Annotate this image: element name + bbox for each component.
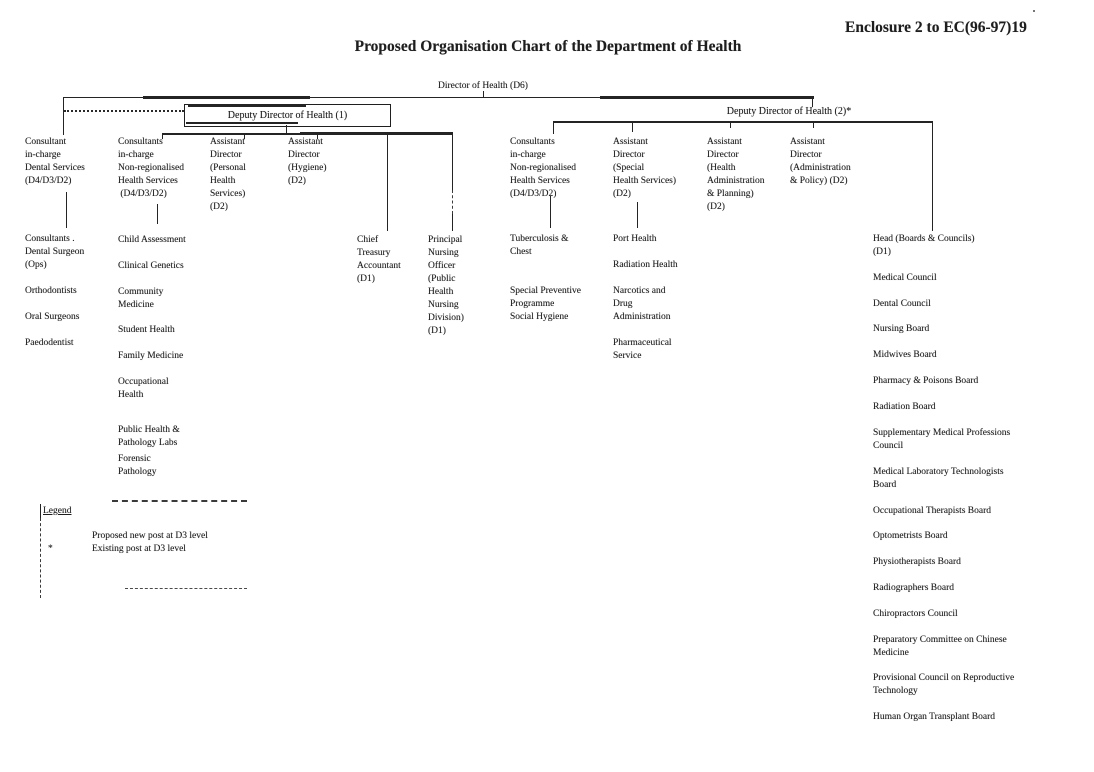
list-item: Pharmaceutical Service — [613, 338, 672, 361]
top-connector-line-thick — [143, 95, 310, 99]
list-item: Oral Surgeons — [25, 312, 80, 322]
left-branch-line — [63, 97, 65, 135]
list-item: Nursing Board — [873, 324, 930, 334]
list-item: Chiropractors Council — [873, 609, 958, 619]
scan-speck — [1033, 10, 1035, 12]
org-node-admin-policy: Assistant Director (Administration & Pol… — [790, 137, 851, 186]
branch-tick — [730, 121, 732, 128]
list-item: Physiotherapists Board — [873, 557, 961, 567]
list-item: Family Medicine — [118, 351, 184, 361]
legend-border-line — [40, 504, 42, 518]
deputy1-drop-line — [286, 125, 288, 133]
branch-tick — [553, 121, 555, 134]
org-node-chief-treasury-accountant: Chief Treasury Accountant (D1) — [357, 235, 401, 284]
list-item: Medical Council — [873, 273, 937, 283]
list-item: Social Hygiene — [510, 312, 569, 322]
list-item: Human Organ Transplant Board — [873, 712, 995, 722]
nursing-branch-line — [452, 214, 454, 231]
org-node-dental-services: Consultant in-charge Dental Services (D4… — [25, 137, 85, 186]
list-item: Optometrists Board — [873, 531, 948, 541]
list-item: Student Health — [118, 325, 175, 335]
org-node-special-health: Assistant Director (Special Health Servi… — [613, 137, 677, 199]
branch-tick — [632, 121, 634, 132]
list-item: Child Assessment — [118, 235, 186, 245]
legend-rule-artifact — [125, 588, 247, 589]
legend-rule-artifact — [112, 500, 247, 502]
scan-smear — [186, 122, 298, 124]
list-item: Tuberculosis & Chest — [510, 234, 569, 257]
list-item: Consultants . Dental Surgeon (Ops) — [25, 234, 85, 270]
list-item: Radiation Health — [613, 260, 678, 270]
list-item: Medical Laboratory Technologists Board — [873, 467, 1004, 490]
top-connector-line-thick — [600, 95, 814, 99]
special-health-list-line — [637, 202, 639, 228]
list-item: Preparatory Committee on Chinese Medicin… — [873, 635, 1007, 658]
deputy2-drop-line — [812, 97, 814, 107]
nonregionalised2-list-line — [550, 196, 552, 228]
dotted-link-line — [64, 110, 184, 112]
org-node-personal-health: Assistant Director (Personal Health Serv… — [210, 137, 246, 212]
list-item: Radiation Board — [873, 402, 936, 412]
branch-tick — [813, 121, 815, 128]
legend-border-line-dashed — [40, 518, 41, 598]
list-item: Occupational Therapists Board — [873, 506, 992, 516]
list-item: Provisional Council on Reproductive Tech… — [873, 673, 1015, 696]
nursing-branch-line — [452, 133, 454, 190]
org-node-nonregionalised-2: Consultants in-charge Non-regionalised H… — [510, 137, 576, 199]
list-item: Pharmacy & Poisons Board — [873, 376, 979, 386]
branch-tick — [162, 133, 164, 139]
org-node-head-boards-councils: Head (Boards & Councils) (D1) — [873, 234, 975, 257]
list-item: Special Preventive Programme — [510, 286, 581, 309]
list-item: Narcotics and Drug Administration — [613, 286, 671, 322]
director-drop-line — [483, 91, 484, 97]
list-item: Community Medicine — [118, 287, 164, 310]
branch-tick — [317, 133, 319, 139]
org-node-director: Director of Health (D6) — [438, 81, 528, 91]
nonregionalised1-list-line — [157, 204, 159, 224]
org-node-deputy1: Deputy Director of Health (1) — [227, 110, 348, 121]
dental-list-line — [66, 192, 68, 228]
deputy1-children-connector-thick — [300, 131, 453, 135]
list-item: Dental Council — [873, 299, 931, 309]
page-title: Proposed Organisation Chart of the Depar… — [354, 38, 742, 55]
boards-branch-line — [932, 121, 934, 231]
treasury-branch-line — [387, 133, 389, 231]
list-item: Forensic Pathology — [118, 454, 157, 477]
legend-heading: Legend — [43, 506, 72, 516]
legend-existing-label: Existing post at D3 level — [92, 544, 186, 554]
top-connector-line — [63, 97, 814, 98]
legend-existing-symbol: * — [48, 544, 53, 554]
org-node-health-admin-planning: Assistant Director (Health Administratio… — [707, 137, 765, 212]
list-item: Paedodentist — [25, 338, 74, 348]
nursing-branch-line-dashed — [452, 190, 453, 214]
list-item: Supplementary Medical Professions Counci… — [873, 428, 1011, 451]
list-item: Public Health & Pathology Labs — [118, 425, 180, 448]
org-node-deputy2: Deputy Director of Health (2)* — [726, 106, 852, 117]
list-item: Orthodontists — [25, 286, 77, 296]
enclosure-reference: Enclosure 2 to EC(96-97)19 — [845, 19, 1027, 36]
org-node-hygiene: Assistant Director (Hygiene) (D2) — [288, 137, 327, 186]
list-item: Port Health — [613, 234, 657, 244]
list-item: Clinical Genetics — [118, 261, 184, 271]
list-item: Occupational Health — [118, 377, 169, 400]
list-item: Radiographers Board — [873, 583, 954, 593]
legend-proposed-label: Proposed new post at D3 level — [92, 531, 208, 541]
scan-smear — [188, 104, 306, 107]
org-node-nonregionalised-1: Consultants in-charge Non-regionalised H… — [118, 137, 184, 199]
org-node-principal-nursing-officer: Principal Nursing Officer (Public Health… — [428, 235, 464, 336]
branch-tick — [244, 133, 246, 139]
list-item: Midwives Board — [873, 350, 937, 360]
deputy2-children-connector — [553, 120, 933, 123]
